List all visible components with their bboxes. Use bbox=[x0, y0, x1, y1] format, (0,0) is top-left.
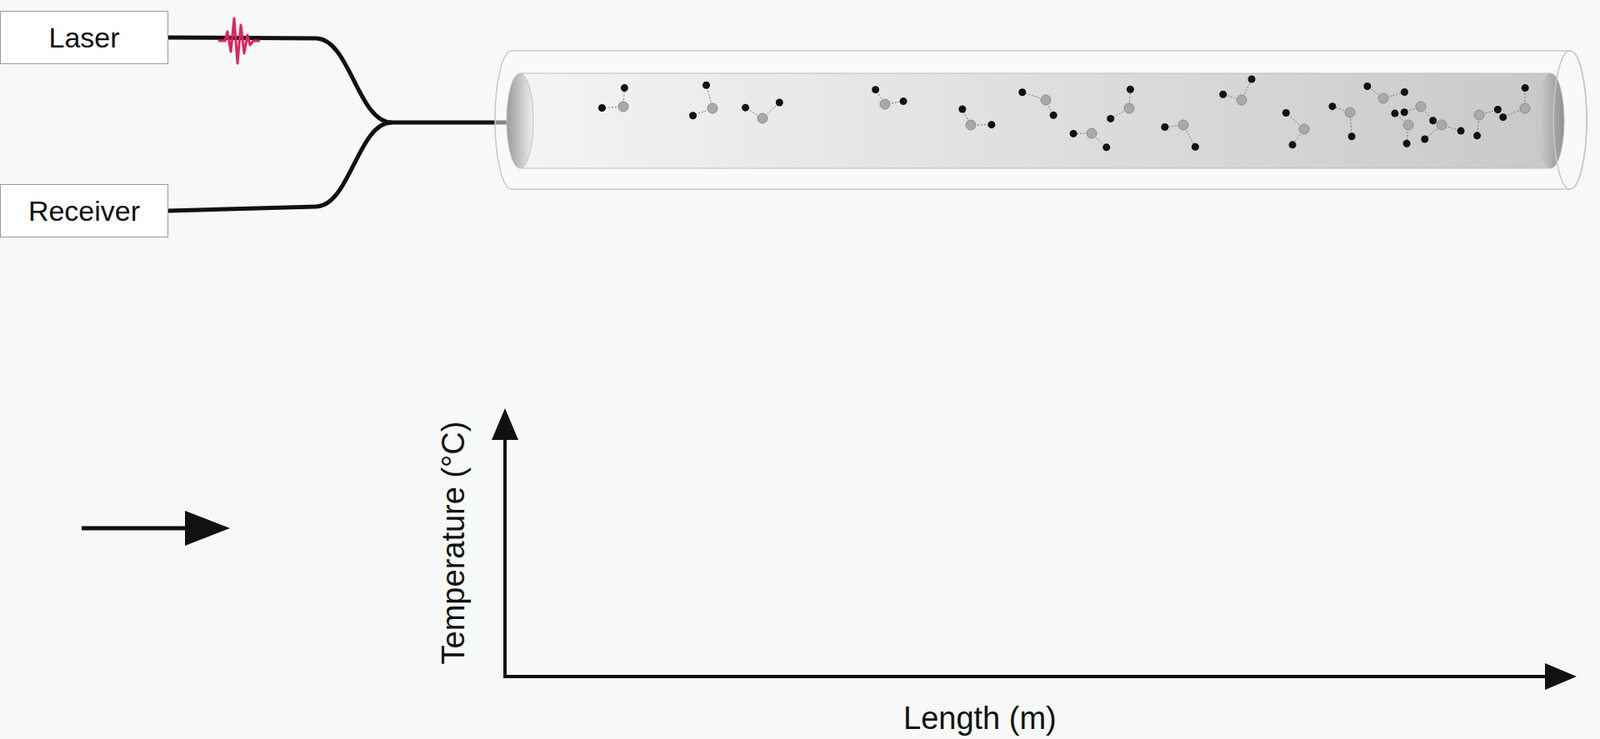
arrow bbox=[81, 526, 200, 531]
core-end bbox=[1537, 73, 1565, 169]
molecules bbox=[598, 75, 1530, 152]
fiber-core bbox=[520, 73, 1551, 169]
glass-tube bbox=[495, 50, 1587, 190]
arrow-head bbox=[185, 510, 230, 546]
fiber bbox=[168, 37, 510, 123]
x-axis bbox=[503, 675, 1552, 679]
node-label: Receiver bbox=[28, 195, 140, 228]
y-axis bbox=[503, 433, 507, 677]
axis-title: Temperature (°C) bbox=[435, 420, 472, 665]
node-label: Laser bbox=[48, 21, 120, 55]
laser-box: Laser bbox=[0, 10, 169, 65]
laser-pulse bbox=[218, 18, 260, 64]
core-end bbox=[506, 73, 534, 169]
receiver-box: Receiver bbox=[0, 184, 169, 238]
axis-head bbox=[491, 408, 519, 440]
fiber bbox=[168, 122, 392, 211]
axis-head bbox=[1545, 663, 1577, 690]
axis-title: Length (m) bbox=[903, 700, 1057, 737]
